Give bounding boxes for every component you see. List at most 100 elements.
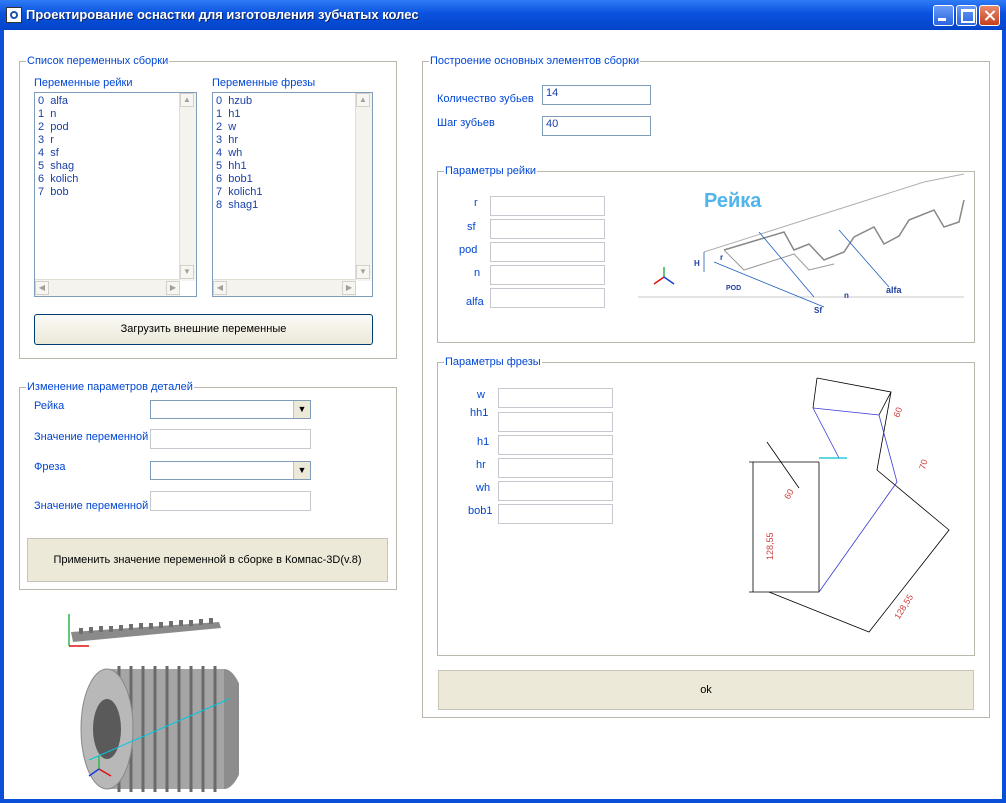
rack-field-label-pod: pod xyxy=(459,244,478,256)
cutter-field-h1-input[interactable] xyxy=(498,435,613,455)
rack-dim-r: r xyxy=(720,253,723,262)
cutter-dim-4: 60 xyxy=(891,406,904,419)
axis-y-icon xyxy=(663,276,675,285)
rack-field-sf-input[interactable] xyxy=(490,219,605,239)
assembly-3d-preview xyxy=(68,614,239,792)
list-item[interactable]: 3 r xyxy=(38,134,54,146)
rack-dim-n: n xyxy=(844,291,849,300)
rack-params-group: Параметры рейки xyxy=(437,165,975,343)
pitch-label: Шаг зубьев xyxy=(437,117,495,129)
list-item[interactable]: 3 hr xyxy=(216,134,239,146)
list-item[interactable]: 6 kolich xyxy=(38,173,79,185)
ok-button[interactable]: ok xyxy=(438,670,974,710)
axis-x-icon xyxy=(653,276,665,285)
cutter-dim-3: 70 xyxy=(917,458,929,470)
rack-select-label: Рейка xyxy=(34,400,65,412)
scroll-right-icon[interactable]: ▶ xyxy=(342,281,356,295)
scroll-left-icon[interactable]: ◀ xyxy=(213,281,227,295)
list-item[interactable]: 1 n xyxy=(38,108,57,120)
rack-value-label: Значение переменной xyxy=(34,431,149,443)
build-elements-group: Построение основных элементов сборки xyxy=(422,55,990,718)
rack-diagram-title: Рейка xyxy=(704,190,762,212)
window-title: Проектирование оснастки для изготовления… xyxy=(26,7,419,22)
cutter-value-label: Значение переменной xyxy=(34,500,149,512)
chevron-down-icon[interactable]: ▼ xyxy=(293,401,310,418)
rack-dim-h: H xyxy=(694,259,700,268)
rack-dim-sf: Sf xyxy=(814,306,822,315)
cutter-field-wh-input[interactable] xyxy=(498,481,613,501)
rack-field-label-r: r xyxy=(474,197,478,209)
scroll-up-icon[interactable]: ▲ xyxy=(356,93,370,107)
cutter-field-w-input[interactable] xyxy=(498,388,613,408)
cutter-field-hr-input[interactable] xyxy=(498,458,613,478)
rack-value-input[interactable] xyxy=(150,429,311,449)
title-bar[interactable]: Проектирование оснастки для изготовления… xyxy=(0,0,1006,30)
rack-dim-pod: POD xyxy=(726,285,741,292)
cutter-field-label-bob1: bob1 xyxy=(468,505,493,517)
minimize-button[interactable] xyxy=(933,5,954,26)
rack-list-vscrollbar[interactable]: ▲ ▼ xyxy=(179,93,196,281)
cutter-field-hh1-input[interactable] xyxy=(498,412,613,432)
list-item[interactable]: 2 pod xyxy=(38,121,69,133)
cutter-field-label-hr: hr xyxy=(476,459,486,471)
rack-dim-alfa: alfa xyxy=(886,285,903,295)
build-elements-legend: Построение основных элементов сборки xyxy=(430,55,640,67)
client-area: Список переменных сборки Переменные рейк… xyxy=(4,30,1002,799)
teeth-count-input[interactable]: 14 xyxy=(542,85,651,105)
cutter-field-label-wh: wh xyxy=(476,482,491,494)
cutter-params-group: Параметры фрезы xyxy=(437,356,975,656)
list-item[interactable]: 2 w xyxy=(216,121,237,133)
scroll-up-icon[interactable]: ▲ xyxy=(180,93,194,107)
list-item[interactable]: 1 h1 xyxy=(216,108,241,120)
rack-select[interactable]: ▼ xyxy=(150,400,311,419)
rack-list-hscrollbar[interactable]: ◀ ▶ xyxy=(35,279,180,296)
cutter-dim-2: 128,55 xyxy=(892,592,915,621)
list-item[interactable]: 4 wh xyxy=(216,147,243,159)
cutter-list-hscrollbar[interactable]: ◀ ▶ xyxy=(213,279,356,296)
scroll-right-icon[interactable]: ▶ xyxy=(166,281,180,295)
scroll-left-icon[interactable]: ◀ xyxy=(35,281,49,295)
list-item[interactable]: 8 shag1 xyxy=(216,199,259,211)
pitch-input[interactable]: 40 xyxy=(542,116,651,136)
cutter-list-vscrollbar[interactable]: ▲ ▼ xyxy=(355,93,372,281)
rack-field-label-sf: sf xyxy=(467,221,476,233)
variables-group: Список переменных сборки xyxy=(19,55,397,359)
rack-diagram: Рейка H r POD Sf n alfa xyxy=(638,173,965,315)
load-variables-button[interactable]: Загрузить внешние переменные xyxy=(34,314,373,345)
list-item[interactable]: 4 sf xyxy=(38,147,59,159)
cutter-select-label: Фреза xyxy=(34,461,66,473)
list-item[interactable]: 0 alfa xyxy=(38,95,68,107)
rack-field-pod-input[interactable] xyxy=(490,242,605,262)
list-item[interactable]: 0 hzub xyxy=(216,95,253,107)
list-item[interactable]: 7 kolich1 xyxy=(216,186,263,198)
maximize-button[interactable] xyxy=(956,5,977,26)
cutter-params-legend: Параметры фрезы xyxy=(445,356,541,368)
rack-teeth xyxy=(79,618,213,634)
cutter-field-label-hh1: hh1 xyxy=(470,407,489,419)
cutter-value-input[interactable] xyxy=(150,491,311,511)
list-item[interactable]: 5 shag xyxy=(38,160,75,172)
edit-params-legend: Изменение параметров деталей xyxy=(27,381,193,393)
cutter-field-label-h1: h1 xyxy=(477,436,490,448)
close-button[interactable] xyxy=(979,5,1000,26)
cutter-field-bob1-input[interactable] xyxy=(498,504,613,524)
apply-variable-button[interactable]: Применить значение переменной в сборке в… xyxy=(27,538,388,582)
list-item[interactable]: 6 bob1 xyxy=(216,173,253,185)
list-item[interactable]: 5 hh1 xyxy=(216,160,247,172)
app-icon[interactable] xyxy=(6,7,22,23)
scroll-down-icon[interactable]: ▼ xyxy=(180,265,194,279)
edit-params-group: Изменение параметров деталей xyxy=(19,381,397,590)
scroll-down-icon[interactable]: ▼ xyxy=(356,265,370,279)
variables-group-legend: Список переменных сборки xyxy=(27,55,169,67)
cutter-select[interactable]: ▼ xyxy=(150,461,311,480)
chevron-down-icon[interactable]: ▼ xyxy=(293,462,310,479)
list-item[interactable]: 7 bob xyxy=(38,186,69,198)
rack-field-r-input[interactable] xyxy=(490,196,605,216)
rack-variables-label: Переменные рейки xyxy=(34,77,133,89)
rack-field-n-input[interactable] xyxy=(490,265,605,285)
rack-field-alfa-input[interactable] xyxy=(490,288,605,308)
